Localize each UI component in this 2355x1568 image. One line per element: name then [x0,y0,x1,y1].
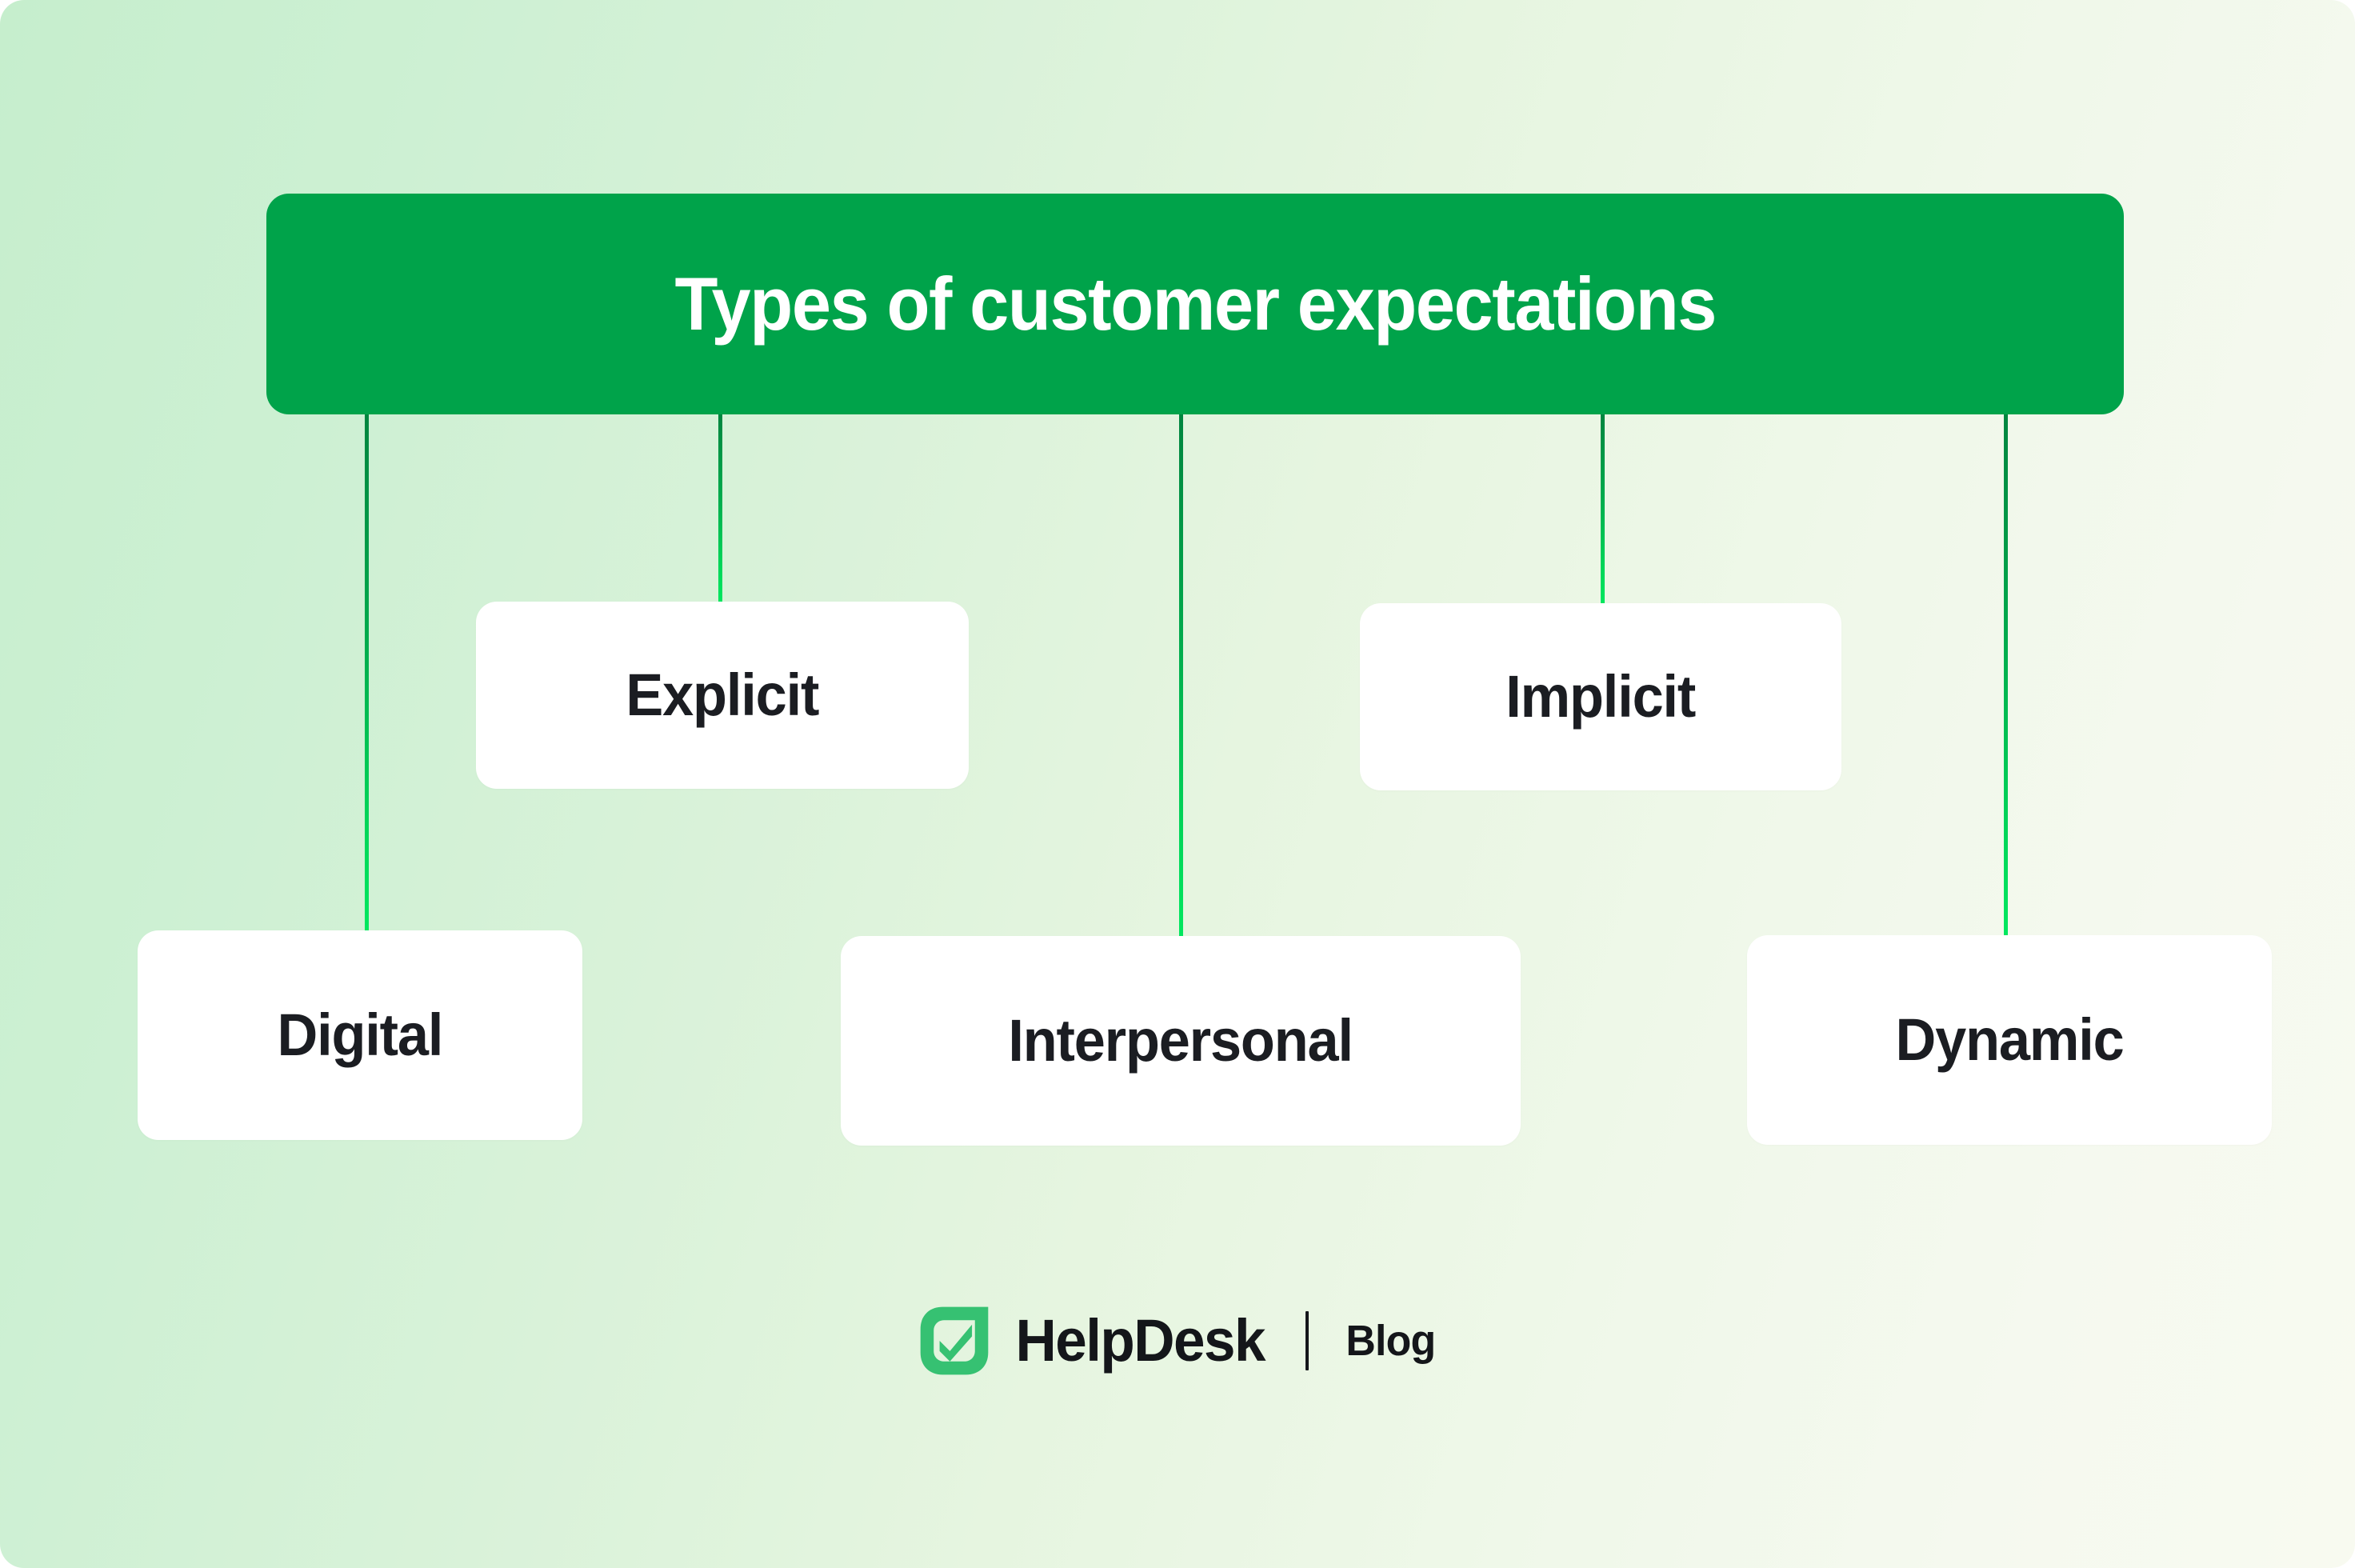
node-label-explicit: Explicit [626,662,820,728]
footer-brand-lockup: HelpDesk Blog [0,1304,2355,1378]
connector-line-interpersonal [1179,413,1183,939]
helpdesk-checkbox-icon [921,1306,989,1375]
node-card-explicit: Explicit [476,602,969,789]
brand-name: HelpDesk [1015,1307,1266,1374]
node-label-digital: Digital [277,1002,444,1068]
page-title: Types of customer expectations [674,262,1717,346]
node-card-digital: Digital [138,930,582,1140]
connector-line-explicit [718,413,722,605]
node-card-interpersonal: Interpersonal [841,936,1521,1146]
node-card-implicit: Implicit [1360,603,1841,790]
connector-line-digital [365,413,369,933]
node-label-dynamic: Dynamic [1895,1006,2124,1073]
node-label-implicit: Implicit [1505,663,1697,730]
connector-line-implicit [1601,413,1605,606]
brand-divider [1305,1311,1309,1370]
node-card-dynamic: Dynamic [1747,935,2272,1145]
diagram-title-bar: Types of customer expectations [266,194,2124,414]
node-label-interpersonal: Interpersonal [1008,1007,1354,1074]
brand-section-label: Blog [1345,1317,1436,1365]
connector-line-dynamic [2004,413,2008,938]
